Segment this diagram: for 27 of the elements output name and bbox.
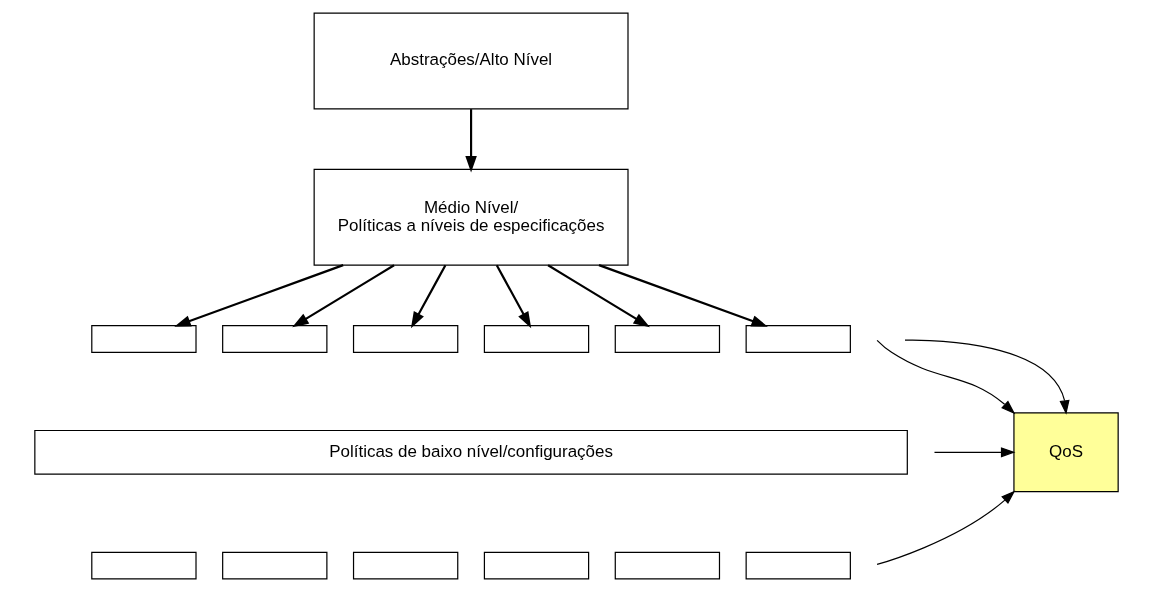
arrow — [904, 339, 1070, 415]
node-box — [91, 325, 197, 353]
arrow — [547, 264, 650, 328]
node-box — [745, 325, 851, 353]
arrow — [598, 264, 768, 327]
arrow — [292, 264, 395, 328]
node-box — [614, 551, 721, 580]
node-box: Abstrações/Alto Nível — [313, 12, 629, 110]
node-box — [483, 551, 590, 580]
arrow — [876, 490, 1016, 565]
arrow — [876, 339, 1016, 415]
arrow — [933, 447, 1016, 458]
arrow — [495, 264, 532, 329]
node-box: Médio Nível/ Políticas a níveis de especificações — [313, 168, 629, 266]
node-box: QoS — [1013, 412, 1119, 493]
node-box: Políticas de baixo nível/configurações — [34, 429, 908, 475]
node-box — [352, 551, 459, 580]
node-box — [745, 551, 851, 580]
node-box — [352, 325, 459, 353]
node-box — [614, 325, 721, 353]
node-box — [483, 325, 590, 353]
node-box — [222, 551, 328, 580]
arrow — [174, 264, 344, 327]
arrow — [465, 109, 477, 173]
arrow — [410, 264, 447, 329]
node-box — [222, 325, 328, 353]
node-box — [91, 551, 197, 580]
